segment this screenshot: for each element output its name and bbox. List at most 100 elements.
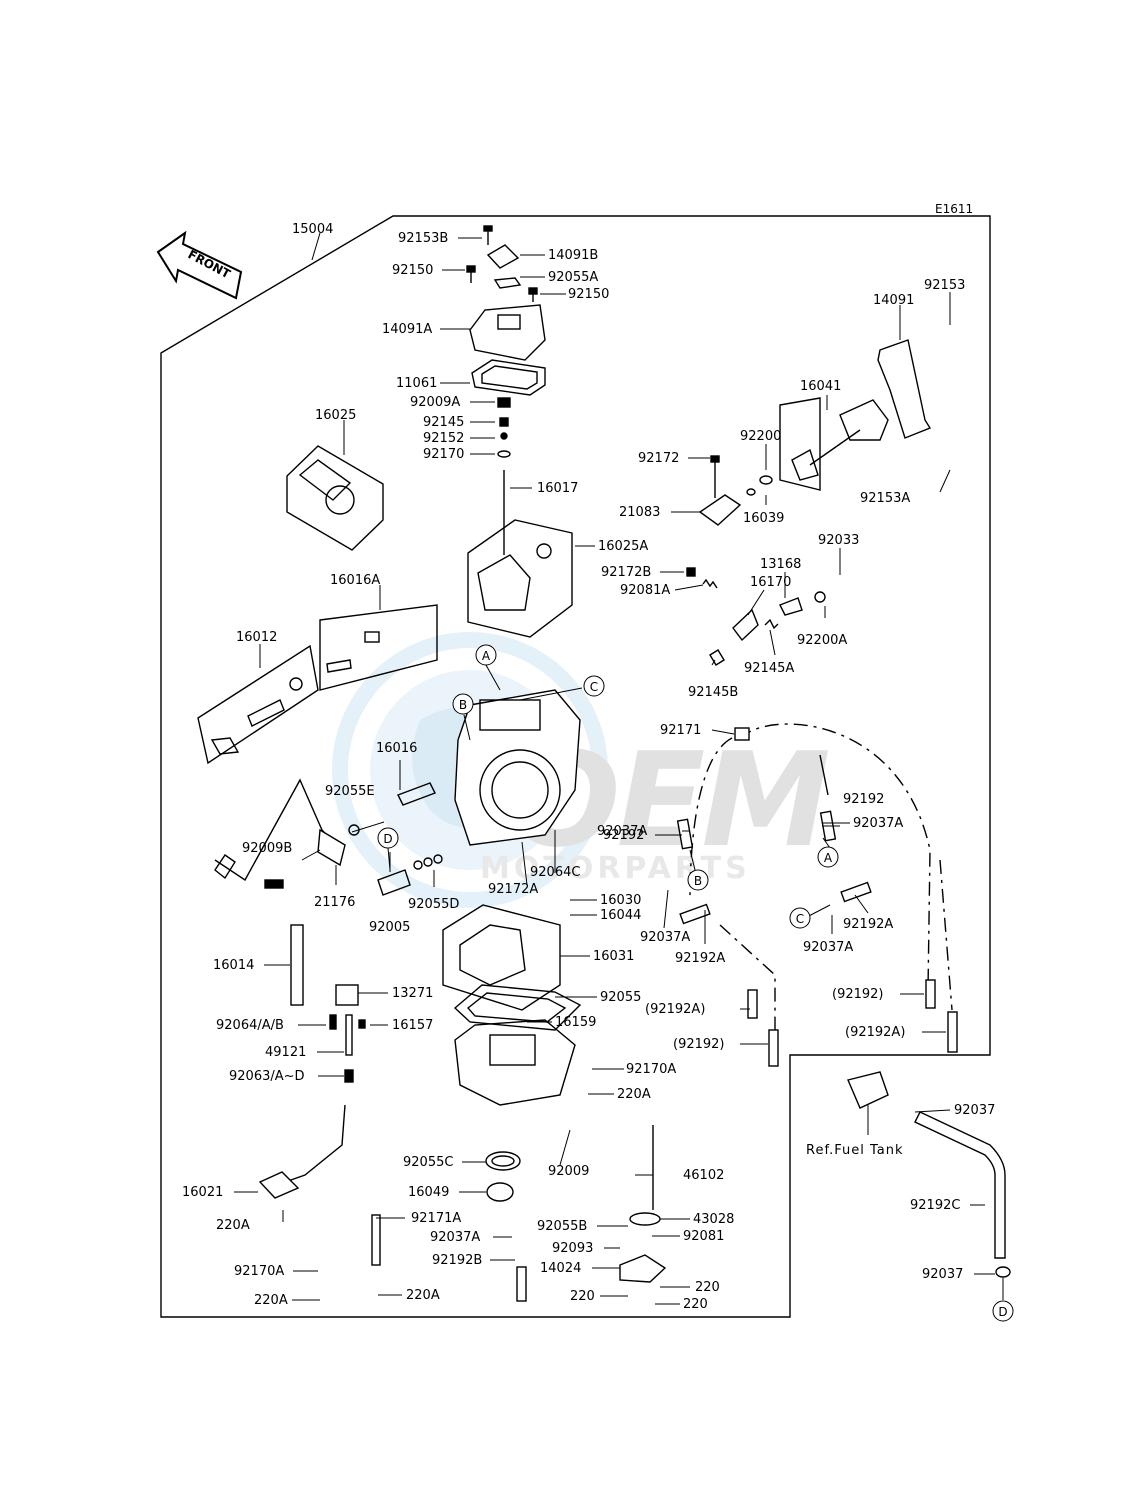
part-label: 92200 [740,429,781,444]
part-label: 16021 [182,1185,223,1200]
part-label: 14091B [548,248,598,263]
part-label: 16041 [800,379,841,394]
part-label: 92145B [688,685,738,700]
callout-c-marker-1: C [583,675,605,697]
part-label: 92093 [552,1241,593,1256]
svg-text:D: D [383,832,392,846]
part-label: 92170A [626,1062,676,1077]
callout-a-marker-1: A [475,644,497,666]
part-label: 11061 [396,376,437,391]
callout-markers: A B C D B A C D [377,644,1014,1322]
part-label: 92192A [843,917,893,932]
svg-text:B: B [694,874,702,888]
part-label: 92055C [403,1155,453,1170]
part-label: 92150 [392,263,433,278]
part-label: 220A [617,1087,651,1102]
part-label: 92005 [369,920,410,935]
svg-text:C: C [590,680,598,694]
callout-d-marker-1: D [377,827,399,849]
part-label: 46102 [683,1168,724,1183]
part-label: 16016 [376,741,417,756]
part-label: (92192A) [645,1002,705,1017]
part-label: 92192 [603,828,644,843]
front-arrow-icon: FRONT [156,230,243,300]
part-label: 92172A [488,882,538,897]
svg-text:C: C [796,912,804,926]
part-label: 13168 [760,557,801,572]
part-label: 92081 [683,1229,724,1244]
part-label: 92037 [922,1267,963,1282]
part-label: 21083 [619,505,660,520]
part-label: 92171A [411,1211,461,1226]
part-label: 16049 [408,1185,449,1200]
part-label: 16039 [743,511,784,526]
part-label: 220 [683,1297,708,1312]
part-label: 14091 [873,293,914,308]
part-label: 220 [570,1289,595,1304]
part-label: 92171 [660,723,701,738]
part-label: 15004 [292,222,333,237]
part-label: 92033 [818,533,859,548]
part-label: 16157 [392,1018,433,1033]
part-label: 220A [216,1218,250,1233]
part-label: 92037A [640,930,690,945]
part-label: 92200A [797,633,847,648]
callout-c-marker-2: C [789,907,811,929]
part-label: 92037A [803,940,853,955]
part-label: 220A [406,1288,440,1303]
part-label: 92145A [744,661,794,676]
part-label: 92145 [423,415,464,430]
part-label: 16170 [750,575,791,590]
callout-b-marker-2: B [687,869,709,891]
part-label: 92081A [620,583,670,598]
part-label: 92055E [325,784,375,799]
part-label: 92064C [530,865,580,880]
part-label: 16030 [600,893,641,908]
part-label: 14024 [540,1261,581,1276]
part-label: 16159 [555,1015,596,1030]
part-label: 92009 [548,1164,589,1179]
assembly-frame [160,215,991,1318]
part-label: 92170 [423,447,464,462]
ref-note: Ref.Fuel Tank [806,1143,903,1158]
part-label: 16012 [236,630,277,645]
watermark: OEM MOTORPARTS [332,632,832,908]
part-label: 16025A [598,539,648,554]
part-label: 92037A [597,824,647,839]
part-label: 16017 [537,481,578,496]
part-label: 92192 [843,792,884,807]
part-label: (92192A) [845,1025,905,1040]
watermark-subtitle: MOTORPARTS [480,851,751,886]
svg-text:A: A [824,851,833,865]
component-drawings [197,225,1011,1302]
part-label: 92064/A/B [216,1018,284,1033]
part-label: 92153A [860,491,910,506]
part-label: 92009B [242,841,292,856]
part-label: 14091A [382,322,432,337]
part-labels: 15004 92153B 14091B 92150 92055A 92150 1… [182,222,995,1312]
part-label: 92055B [537,1219,587,1234]
part-label: 92055 [600,990,641,1005]
callout-b-marker-1: B [452,693,474,715]
part-label: 92150 [568,287,609,302]
part-label: 92172B [601,565,651,580]
part-label: 92192C [910,1198,960,1213]
part-label: 220A [254,1293,288,1308]
part-label: 92172 [638,451,679,466]
part-label: 92063/A~D [229,1069,305,1084]
part-label: 92037 [954,1103,995,1118]
part-label: 92192A [675,951,725,966]
part-label: 92037A [853,816,903,831]
part-label: 92009A [410,395,460,410]
part-label: 220 [695,1280,720,1295]
part-label: 43028 [693,1212,734,1227]
part-label: 21176 [314,895,355,910]
part-label: 16031 [593,949,634,964]
part-label: 49121 [265,1045,306,1060]
svg-text:A: A [482,649,491,663]
svg-text:B: B [459,698,467,712]
part-label: 92153B [398,231,448,246]
part-label: 92170A [234,1264,284,1279]
